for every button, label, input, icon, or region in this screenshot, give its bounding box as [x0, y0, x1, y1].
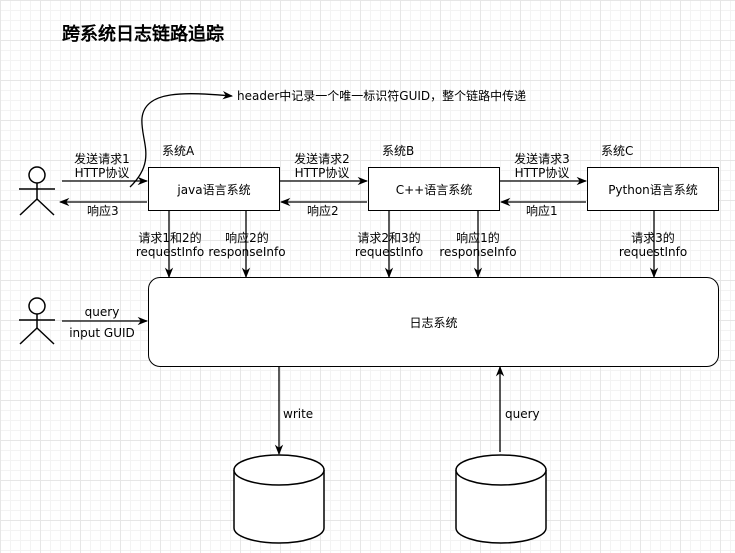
system-c-label: Python语言系统	[608, 182, 698, 197]
system-b-box: C++语言系统	[368, 167, 500, 211]
system-a-box: java语言系统	[148, 167, 280, 211]
response-2-label: 响应2	[307, 204, 339, 218]
system-a-tag: 系统A	[162, 144, 195, 158]
system-b-tag: 系统B	[382, 144, 415, 158]
header-note-arrow	[129, 91, 234, 188]
log-system-box: 日志系统	[148, 277, 719, 367]
header-note: header中记录一个唯一标识符GUID，整个链路中传递	[237, 89, 527, 103]
query-label: query	[84, 305, 120, 319]
query-actor-icon	[19, 297, 55, 345]
system-b-label: C++语言系统	[395, 182, 473, 197]
page-title: 跨系统日志链路追踪	[62, 24, 224, 45]
db-query-label: query	[505, 407, 540, 421]
database-query-icon	[455, 454, 547, 544]
log-system-label: 日志系统	[409, 315, 458, 330]
input-guid-label: input GUID	[69, 326, 135, 340]
response-3-label: 响应3	[87, 204, 119, 218]
system-a-label: java语言系统	[177, 182, 251, 197]
system-c-box: Python语言系统	[587, 167, 719, 211]
response-1-label: 响应1	[526, 204, 558, 218]
system-c-tag: 系统C	[601, 144, 634, 158]
user-actor-icon	[19, 166, 55, 216]
database-write-icon	[233, 454, 325, 544]
write-label: write	[283, 407, 314, 421]
